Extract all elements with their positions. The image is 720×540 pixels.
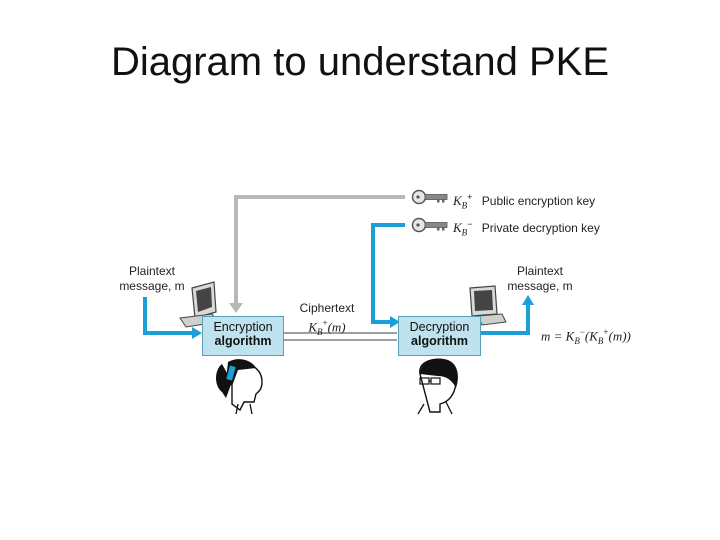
sender-plaintext-line1: Plaintext xyxy=(128,264,176,278)
alice-icon xyxy=(216,359,263,415)
sender-plaintext-label: Plaintext message, m xyxy=(112,264,192,294)
encryption-line1: Encryption xyxy=(213,320,273,334)
public-key-line xyxy=(234,195,405,305)
public-key-icon xyxy=(411,189,448,205)
receiver-computer-icon xyxy=(469,285,507,326)
private-key-arrowhead xyxy=(390,316,400,328)
decryption-algorithm-box: Decryption algorithm xyxy=(398,316,481,356)
decryption-line2: algorithm xyxy=(411,334,468,348)
private-key-sub: B xyxy=(461,227,468,238)
private-key-line xyxy=(371,223,405,324)
private-key-symbol: K xyxy=(453,220,462,235)
plaintext-input-arrowhead xyxy=(192,327,202,339)
plaintext-output-arrowhead xyxy=(522,295,534,305)
encryption-algorithm-box: Encryption algorithm xyxy=(202,316,284,356)
public-key-label: KB+ Public encryption key xyxy=(453,190,595,213)
bob-icon xyxy=(417,358,458,415)
private-key-label: KB− Private decryption key xyxy=(453,217,600,240)
encryption-line2: algorithm xyxy=(214,334,272,348)
private-key-sup: − xyxy=(467,219,473,229)
plaintext-output-line xyxy=(481,303,530,335)
public-key-arrowhead xyxy=(229,303,243,313)
result-formula: m = KB−(KB+(m)) xyxy=(541,327,631,346)
public-key-sub: B xyxy=(461,200,468,211)
ciphertext-formula: KB+(m) xyxy=(308,318,346,337)
ciphertext-text: Ciphertext xyxy=(299,301,355,315)
public-key-text: Public encryption key xyxy=(481,194,596,208)
sender-plaintext-line2: message, m xyxy=(119,279,185,293)
public-key-sup: + xyxy=(467,192,473,202)
private-key-text: Private decryption key xyxy=(481,221,600,235)
ciphertext-label: Ciphertext KB+(m) xyxy=(292,301,362,340)
receiver-plaintext-line2: message, m xyxy=(507,279,573,293)
receiver-plaintext-label: Plaintext message, m xyxy=(500,264,580,294)
receiver-plaintext-line1: Plaintext xyxy=(516,264,564,278)
public-key-symbol: K xyxy=(453,193,462,208)
plaintext-input-line xyxy=(143,297,193,335)
slide-title: Diagram to understand PKE xyxy=(110,40,610,84)
decryption-line1: Decryption xyxy=(409,320,470,334)
private-key-icon xyxy=(411,217,448,233)
